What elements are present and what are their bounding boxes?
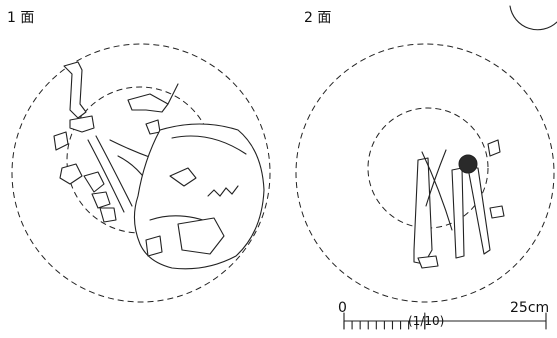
dark-nodule xyxy=(458,154,478,174)
skull-inner-1 xyxy=(171,135,247,155)
bone-long-1 xyxy=(63,61,87,119)
skull-jaw xyxy=(177,217,225,255)
skull-mass xyxy=(133,123,265,270)
bone-cluster-1 xyxy=(53,61,265,270)
small-bone-right-2 xyxy=(489,205,505,219)
skull-fragment xyxy=(145,235,163,257)
bone-small-2 xyxy=(53,131,69,151)
bone-mid-1 xyxy=(145,119,161,135)
outer-dashed-circle-1 xyxy=(11,43,271,303)
scale-ratio-label: (1/10) xyxy=(408,314,445,328)
bone-vert-2 xyxy=(91,191,111,209)
bone-small-3 xyxy=(59,163,83,185)
limb-right-1 xyxy=(451,167,465,259)
bone-vert-1 xyxy=(83,171,105,193)
scale-zero-label: 0 xyxy=(338,300,347,316)
rib-3 xyxy=(109,139,153,159)
bone-cluster-2 xyxy=(413,139,505,269)
bone-top-1 xyxy=(127,93,169,113)
skull-suture xyxy=(207,185,239,197)
panel-label-2: 2 面 xyxy=(304,10,332,26)
skull-orbit xyxy=(169,167,197,187)
bone-top-stick xyxy=(167,83,179,105)
bone-vert-3 xyxy=(99,207,117,223)
small-bone-bottom xyxy=(417,255,439,269)
scale-bar xyxy=(343,312,547,330)
outer-dashed-circle-2 xyxy=(295,43,555,303)
corner-circle-arc xyxy=(509,5,557,31)
panel-label-1: 1 面 xyxy=(7,10,35,26)
limb-left xyxy=(413,157,433,265)
limb-cross-2 xyxy=(425,149,447,207)
small-bone-right xyxy=(487,139,501,157)
rib-2 xyxy=(95,135,133,207)
rib-1 xyxy=(87,139,125,213)
limb-cross-1 xyxy=(421,151,453,231)
bone-small-1 xyxy=(69,115,95,133)
scale-max-label: 25cm xyxy=(510,300,550,316)
